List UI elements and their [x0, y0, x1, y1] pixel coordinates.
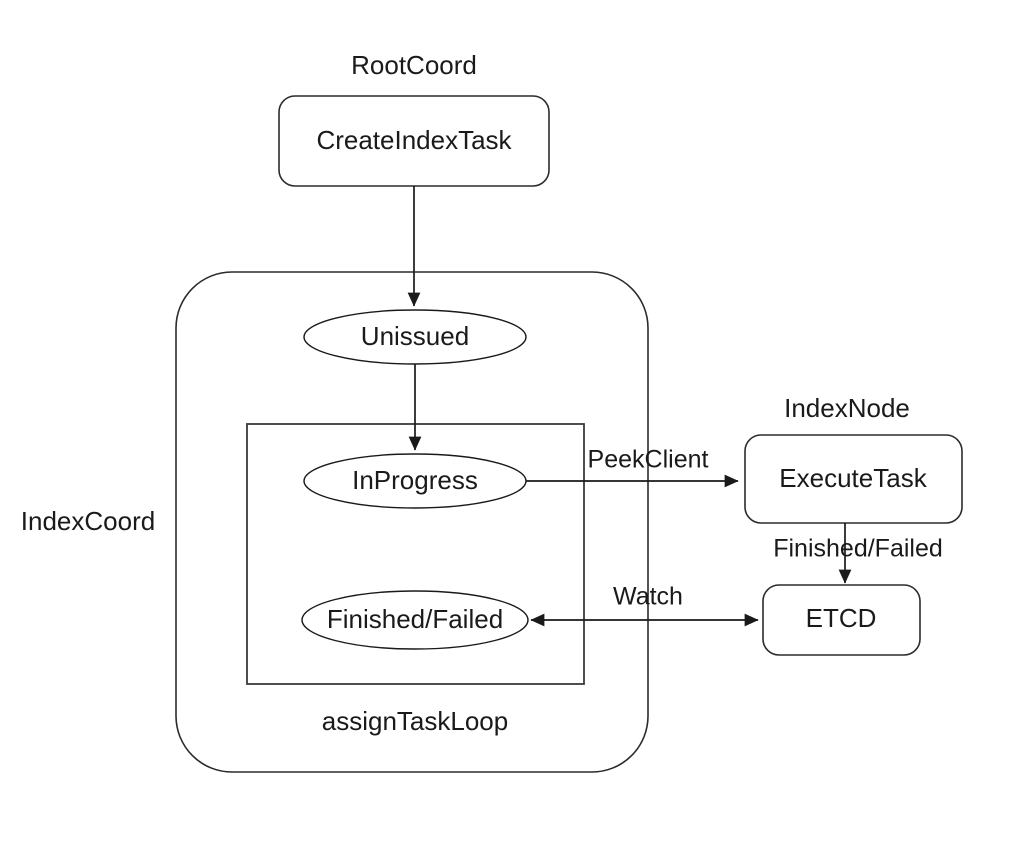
etcd-box[interactable] — [762, 584, 921, 656]
in-progress-label: InProgress — [352, 465, 478, 495]
execute-task-label: ExecuteTask — [779, 463, 927, 493]
etcd-label: ETCD — [806, 603, 877, 633]
edge-in-progress-to-execute-task: PeekClient — [526, 446, 739, 488]
edge-label-watch: Watch — [613, 583, 683, 611]
edge-label-peekclient: PeekClient — [588, 446, 709, 474]
node-etcd[interactable]: ETCD — [762, 584, 921, 656]
node-finished-failed[interactable]: Finished/Failed — [301, 590, 529, 650]
finished-failed-ellipse[interactable] — [301, 590, 529, 650]
group-label-indexcoord: IndexCoord — [21, 506, 155, 536]
edge-etcd-watch-finished-failed: Watch — [530, 583, 759, 627]
group-label-indexnode: IndexNode — [784, 393, 910, 423]
group-indexcoord: IndexCoord — [21, 271, 649, 773]
edge-label-finished-failed: Finished/Failed — [773, 535, 943, 563]
execute-task-box[interactable] — [744, 434, 963, 524]
node-in-progress[interactable]: InProgress — [303, 453, 527, 509]
group-label-rootcoord: RootCoord — [351, 50, 477, 80]
node-unissued[interactable]: Unissued — [303, 309, 527, 365]
edge-execute-task-to-etcd: Finished/Failed — [773, 523, 943, 584]
indexcoord-boundary — [175, 271, 649, 773]
node-create-index-task[interactable]: CreateIndexTask — [278, 95, 550, 187]
group-label-assigntaskloop: assignTaskLoop — [322, 706, 508, 736]
finished-failed-label: Finished/Failed — [327, 604, 503, 634]
node-execute-task[interactable]: ExecuteTask — [744, 434, 963, 524]
unissued-label: Unissued — [361, 321, 469, 351]
create-index-task-label: CreateIndexTask — [316, 125, 512, 155]
